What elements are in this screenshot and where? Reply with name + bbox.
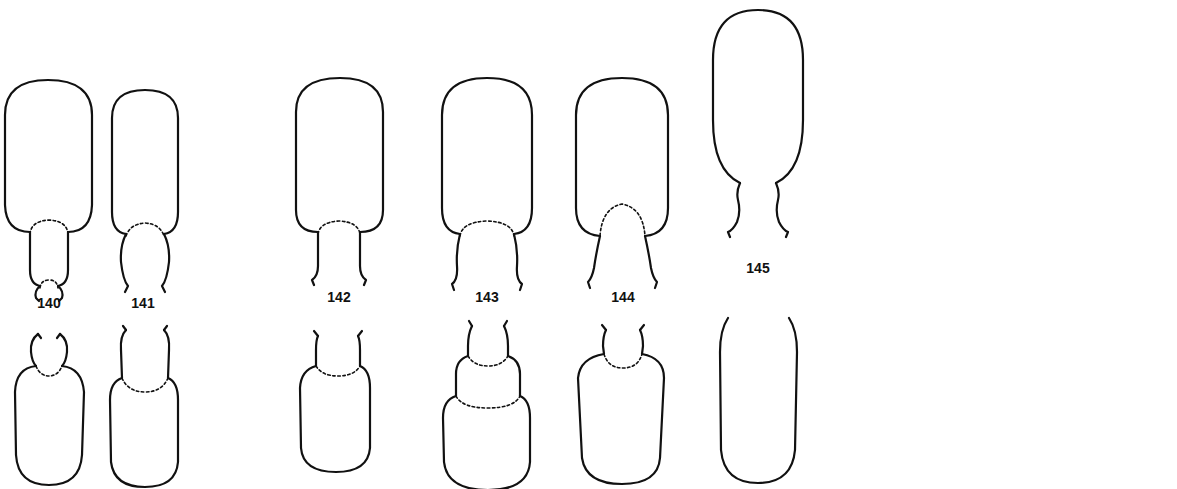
- figure-140-bottom: [15, 334, 84, 485]
- figure-141-top: [112, 90, 178, 292]
- figure-number: 144: [611, 289, 634, 305]
- figure-number: 143: [475, 289, 498, 305]
- figure-number: 141: [131, 295, 154, 311]
- figure-143-bottom: [443, 321, 530, 489]
- figure-145-top: [713, 10, 803, 237]
- figure-145-bottom: [720, 318, 797, 483]
- figure-141-bottom: [110, 326, 178, 487]
- figure-142-bottom: [300, 331, 370, 472]
- figure-number: 142: [327, 289, 350, 305]
- figure-number: 140: [37, 295, 60, 311]
- figure-144-bottom: [578, 325, 664, 484]
- figure-144-top: [576, 78, 668, 288]
- figure-number: 145: [746, 260, 769, 276]
- figure-142-top: [296, 78, 383, 285]
- figure-143-top: [442, 78, 532, 290]
- figure-140-top: [5, 80, 92, 301]
